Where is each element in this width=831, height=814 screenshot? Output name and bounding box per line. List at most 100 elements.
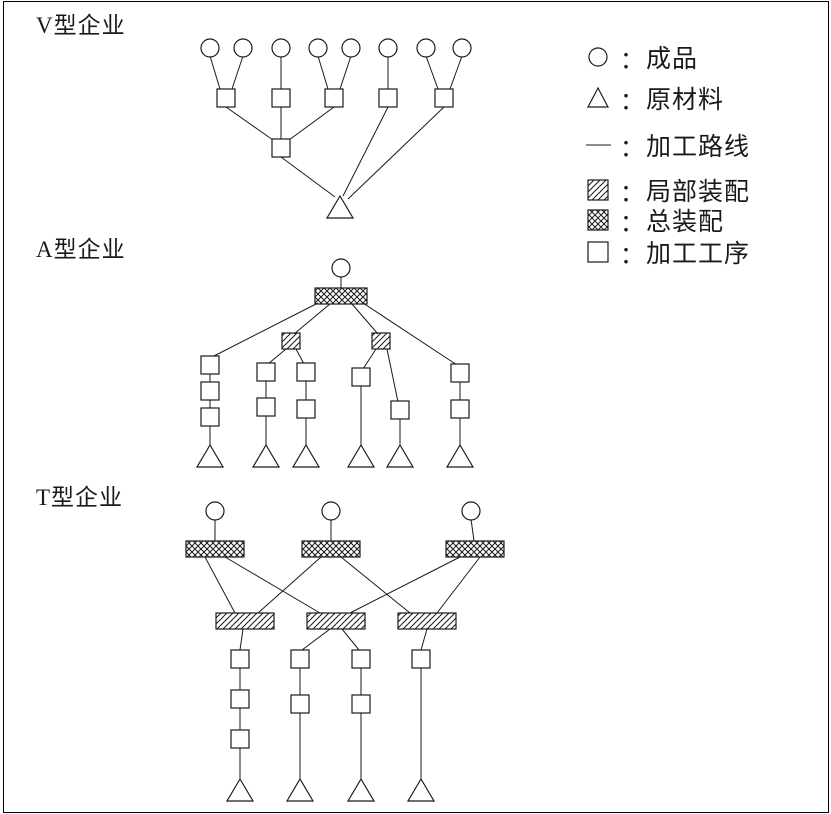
v_type-finished-product-node (416, 38, 436, 58)
a_type-group (195, 258, 475, 468)
v_type-process-step-node (378, 88, 398, 108)
t_type-finished-product-node (461, 501, 481, 521)
v_type-process-route-line (288, 106, 335, 141)
v_type-process-step-node (271, 88, 291, 108)
t_type-final-assembly-node (301, 540, 361, 558)
v_type-finished-product-node (452, 38, 472, 58)
v_type-process-step-node (216, 88, 236, 108)
a_type-process-step-node (390, 400, 410, 420)
v_type-finished-product-node (271, 38, 291, 58)
t_type-process-step-node (290, 694, 310, 714)
legend-item-partial-assembly: ： 局部装配 (586, 172, 750, 208)
a_type-raw-material-node (346, 443, 376, 468)
legend-item-process-step: ： 加工工序 (586, 234, 750, 270)
a_type-partial-assembly-node (371, 332, 391, 350)
legend-label-partial-assembly: 局部装配 (646, 179, 751, 206)
a_type-process-route-line (295, 348, 305, 365)
legend-label-process-route: 加工路线 (646, 134, 751, 161)
t_type-partial-assembly-node (215, 612, 275, 630)
v_type-finished-product-node (378, 38, 398, 58)
process-step-icon (586, 238, 620, 266)
finished-product-icon (586, 43, 620, 71)
t_type-process-route-line (470, 518, 475, 542)
t_type-process-route-line (257, 556, 322, 614)
final-assembly-icon (586, 206, 620, 234)
legend-colon: ： (620, 135, 644, 162)
t_type-process-route-line (436, 556, 481, 614)
legend-colon: ： (620, 180, 644, 207)
a_type-process-route-line (293, 303, 331, 335)
t_type-raw-material-node (346, 777, 376, 802)
raw-material-icon (586, 84, 620, 112)
v_type-process-route-line (342, 106, 389, 197)
v_type-process-route-line (449, 55, 463, 90)
t_type-process-route-line (204, 556, 236, 614)
a_type-process-route-line (362, 302, 458, 366)
v_type-raw-material-node (325, 194, 355, 219)
legend-colon: ： (620, 242, 644, 269)
t_type-finished-product-node (321, 501, 341, 521)
legend-label-process-step: 加工工序 (646, 241, 751, 268)
a_type-process-route-line (351, 303, 379, 335)
v_type-finished-product-node (341, 38, 361, 58)
a_type-process-step-node (296, 362, 316, 382)
v-type-title: V型企业 (36, 13, 126, 38)
v_type-process-route-line (317, 55, 329, 90)
t-type-title: T型企业 (36, 485, 124, 510)
v_type-process-step-node (324, 88, 344, 108)
legend-item-process-route: ： 加工路线 (586, 127, 750, 163)
t_type-process-step-node (290, 649, 310, 669)
a_type-process-step-node (296, 399, 316, 419)
v_type-finished-product-node (308, 38, 328, 58)
legend-colon: ： (620, 210, 644, 237)
a_type-finished-product-node (331, 258, 351, 278)
t_type-final-assembly-node (445, 540, 505, 558)
a_type-raw-material-node (251, 443, 281, 468)
a_type-process-step-node (256, 397, 276, 417)
a_type-raw-material-node (445, 443, 475, 468)
v_type-process-route-line (339, 55, 352, 90)
v_type-process-step-node (434, 88, 454, 108)
legend-label-raw-material: 原材料 (646, 87, 725, 114)
process-route-icon (586, 131, 620, 159)
v_type-process-route-line (231, 55, 244, 90)
v_type-process-route-line (347, 106, 445, 200)
t_type-process-step-node (411, 649, 431, 669)
a_type-process-route-line (267, 348, 287, 365)
t_type-process-route-line (341, 628, 360, 651)
a_type-process-step-node (450, 363, 470, 383)
v_type-finished-product-node (200, 38, 220, 58)
legend-label-finished-product: 成品 (646, 46, 699, 73)
t_type-group (185, 501, 505, 802)
a_type-partial-assembly-node (281, 332, 301, 350)
v_type-finished-product-node (233, 38, 253, 58)
t_type-process-route-line (420, 628, 428, 651)
t_type-process-route-line (349, 556, 461, 614)
t_type-process-step-node (230, 689, 250, 709)
t_type-process-step-node (351, 649, 371, 669)
a_type-final-assembly-node (314, 287, 368, 305)
partial-assembly-icon (586, 176, 620, 204)
v_type-group (200, 38, 472, 219)
a_type-process-route-line (386, 348, 399, 403)
a_type-process-route-line (362, 348, 377, 370)
legend-item-final-assembly: ： 总装配 (586, 202, 724, 238)
t_type-raw-material-node (285, 777, 315, 802)
t_type-process-step-node (230, 649, 250, 669)
a-type-title: A型企业 (36, 237, 126, 262)
a_type-process-step-node (200, 355, 220, 375)
t_type-raw-material-node (225, 777, 255, 802)
t_type-partial-assembly-node (397, 612, 457, 630)
v_type-process-route-line (425, 55, 439, 90)
legend-colon: ： (620, 88, 644, 115)
a_type-process-step-node (200, 381, 220, 401)
legend-item-finished-product: ： 成品 (586, 39, 698, 75)
v_type-process-step-node (271, 138, 291, 158)
t_type-raw-material-node (406, 777, 436, 802)
t_type-partial-assembly-node (306, 612, 366, 630)
a_type-raw-material-node (195, 443, 225, 468)
t_type-process-route-line (239, 628, 244, 651)
t_type-process-step-node (351, 694, 371, 714)
t_type-process-route-line (224, 556, 321, 614)
